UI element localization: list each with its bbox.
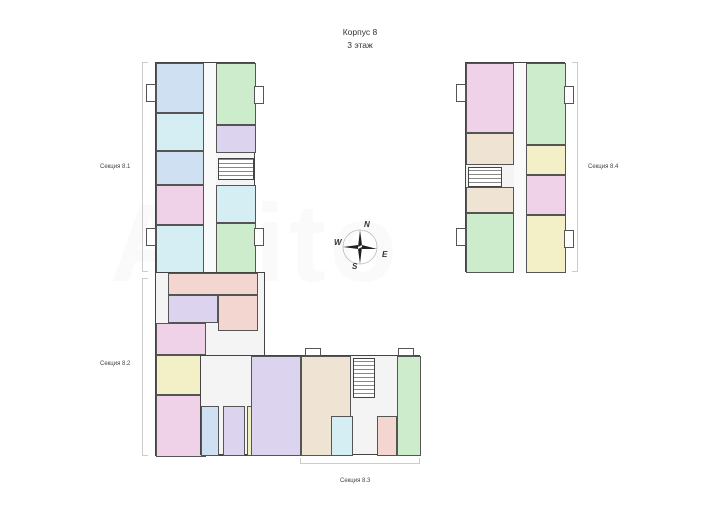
apartment[interactable] (216, 125, 256, 153)
balcony (146, 228, 156, 246)
apartment[interactable] (156, 323, 206, 355)
staircase (468, 167, 502, 187)
apartment[interactable] (223, 406, 245, 456)
apartment[interactable] (156, 225, 204, 273)
apartment[interactable] (526, 63, 566, 145)
section-8-1-bracket (142, 62, 148, 272)
section-8-3-bracket (300, 458, 420, 464)
balcony (254, 86, 264, 104)
apartment[interactable] (466, 133, 514, 165)
apartment[interactable] (466, 187, 514, 213)
apartment[interactable] (397, 356, 421, 456)
apartment[interactable] (216, 63, 256, 125)
section-8-4-label: Секция 8.4 (588, 164, 619, 170)
balcony (146, 84, 156, 102)
building-title: Корпус 8 (342, 27, 378, 37)
compass-s: S (352, 262, 358, 271)
section-8-4-bracket (572, 62, 578, 272)
balcony (254, 228, 264, 246)
compass-w: W (334, 238, 342, 247)
section-8-2-bracket (142, 278, 148, 456)
balcony (456, 228, 466, 246)
section-8-1-label: Секция 8.1 (100, 164, 131, 170)
balcony (398, 348, 414, 356)
apartment[interactable] (168, 273, 258, 295)
floor-title: 3 этаж (347, 40, 373, 50)
apartment[interactable] (156, 113, 204, 151)
balcony (564, 230, 574, 248)
compass-n: N (364, 220, 370, 229)
apartment[interactable] (526, 215, 566, 273)
apartment[interactable] (201, 406, 219, 456)
apartment[interactable] (156, 63, 204, 113)
section-8-2-label: Секция 8.2 (100, 361, 131, 367)
apartment[interactable] (466, 63, 514, 133)
compass-e: E (382, 250, 388, 259)
apartment[interactable] (156, 395, 206, 457)
section-8-1-plan (155, 62, 256, 273)
apartment[interactable] (331, 416, 353, 456)
apartment[interactable] (218, 295, 258, 331)
staircase (353, 358, 375, 398)
compass-rose-icon: N S W E (330, 220, 390, 272)
corridor (514, 63, 526, 273)
apartment[interactable] (251, 356, 301, 456)
apartment[interactable] (216, 185, 256, 223)
balcony (564, 86, 574, 104)
staircase (218, 158, 254, 180)
apartment[interactable] (526, 175, 566, 215)
apartment[interactable] (156, 151, 204, 185)
balcony (456, 84, 466, 102)
section-8-3-label: Секция 8.3 (340, 478, 371, 484)
apartment[interactable] (156, 355, 206, 395)
section-8-4-plan (465, 62, 566, 273)
apartment[interactable] (156, 185, 204, 225)
apartment[interactable] (377, 416, 397, 456)
corridor (204, 63, 216, 273)
apartment[interactable] (216, 223, 256, 273)
apartment[interactable] (526, 145, 566, 175)
balcony (305, 348, 321, 356)
section-8-3-plan (200, 355, 421, 456)
apartment[interactable] (466, 213, 514, 273)
apartment[interactable] (168, 295, 218, 323)
